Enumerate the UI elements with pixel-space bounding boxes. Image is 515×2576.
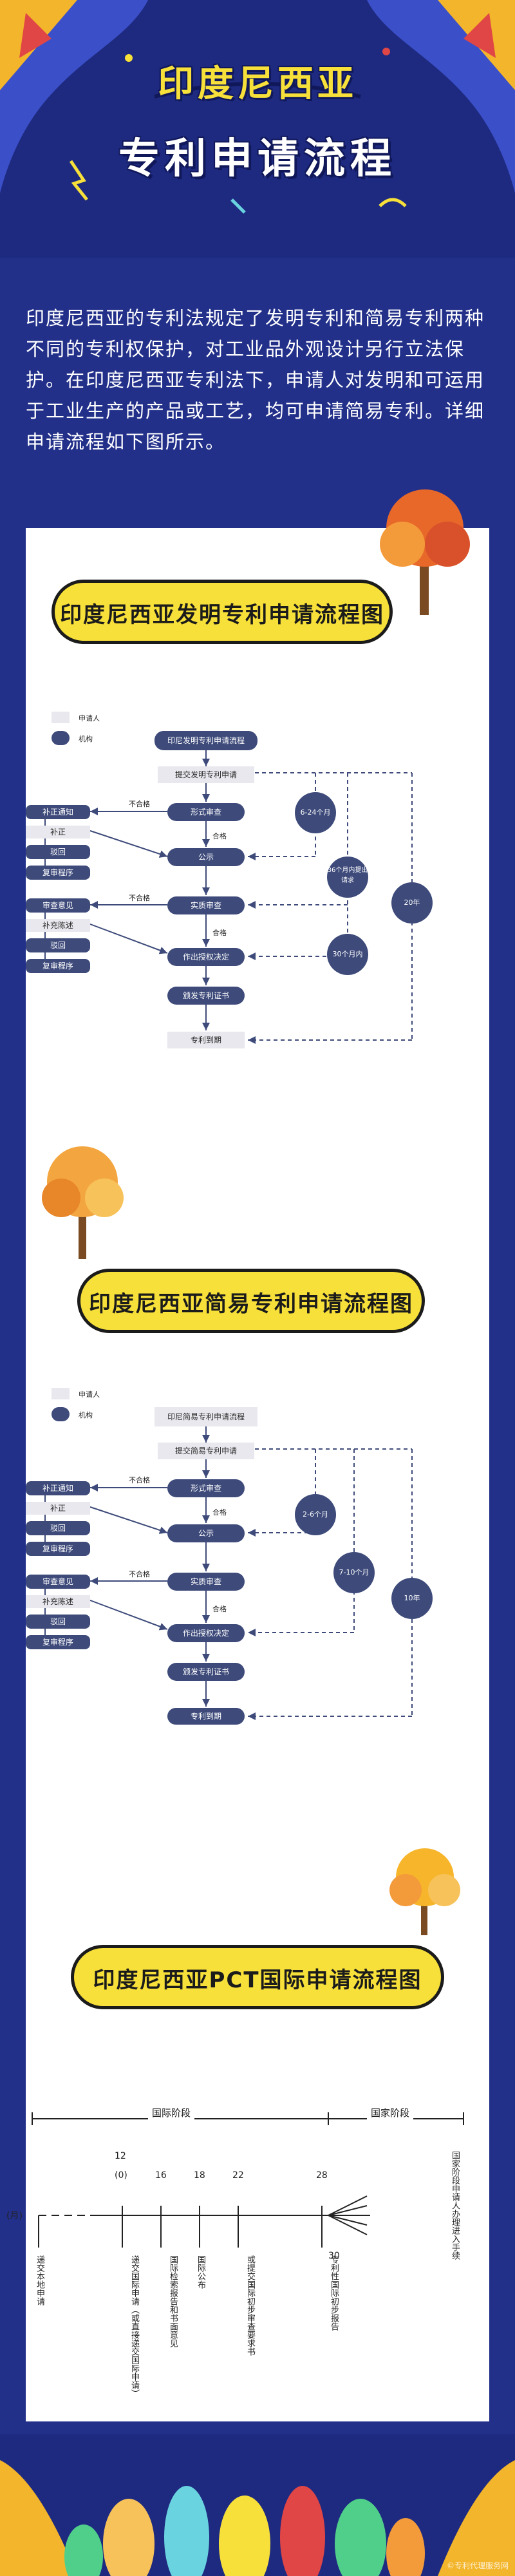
autumn-tree-icon <box>380 489 470 615</box>
page-header: 印度尼西亚 专利申请流程 <box>0 0 515 258</box>
simple-flowchart: 申请人 机构 印尼简易专利申请流程 提交简易专利申请 形式审查 公示 实质审查 … <box>26 1378 489 1829</box>
side-correct: 补正 <box>26 826 90 838</box>
legend-office-swatch <box>52 731 70 745</box>
side-reject-2: 驳回 <box>26 938 90 952</box>
side-review-2: 复审程序 <box>26 959 90 973</box>
label-pass-2: 合格 <box>212 929 227 937</box>
legend-applicant-label: 申请人 <box>79 714 100 723</box>
step-grant-decision: 作出授权决定 <box>167 948 245 966</box>
autumn-tree-icon <box>42 1146 124 1259</box>
pct-event-national-entry: 国家阶段申请人办理进入手续 <box>450 2151 460 2260</box>
label-fail-1: 不合格 <box>129 800 150 808</box>
side-supplement: 补充陈述 <box>26 1595 90 1608</box>
label-pass-2: 合格 <box>212 1605 227 1613</box>
side-opinion: 审查意见 <box>26 1575 90 1589</box>
step-grant-decision: 作出授权决定 <box>167 1624 245 1642</box>
intro-paragraph: 印度尼西亚的专利法规定了发明专利和简易专利两种不同的专利权保护，对工业品外观设计… <box>26 307 485 453</box>
autumn-tree-icon <box>389 1848 460 1935</box>
step-submit: 提交发明专利申请 <box>158 766 254 783</box>
legend-office-label: 机构 <box>79 1411 93 1419</box>
side-review: 复审程序 <box>26 1542 90 1556</box>
step-formal-exam: 形式审查 <box>167 1479 245 1497</box>
side-reject: 驳回 <box>26 1521 90 1535</box>
header-title-country: 印度尼西亚 <box>158 63 357 105</box>
pct-timeline: 国际阶段 国家阶段 (月) 12 (0) 16 18 22 28 30 递交本地… <box>6 2087 489 2409</box>
timer-30-months: 30个月内 <box>327 934 368 975</box>
side-opinion: 审查意见 <box>26 898 90 913</box>
pct-timeline-lines <box>32 2112 464 2248</box>
label-pass-1: 合格 <box>212 1508 227 1517</box>
pct-tick-16: 16 <box>155 2170 167 2181</box>
side-supplement: 补充陈述 <box>26 919 90 932</box>
legend-office-label: 机构 <box>79 735 93 743</box>
step-publish: 公示 <box>167 848 245 866</box>
content-panel: 印度尼西亚发明专利申请流程图 <box>6 489 489 2421</box>
legend-applicant-swatch <box>52 712 70 723</box>
pct-intl-phase: 国际阶段 <box>148 2106 195 2119</box>
invention-flowchart: 申请人 机构 印尼发明专利申请流程 提交发明专利申请 形式审查 公示 实质审查 … <box>26 702 489 1153</box>
pct-event-publication: 国际公布 <box>196 2255 205 2289</box>
timer-6-24-months: 6-24个月 <box>295 792 336 833</box>
side-review-2: 复审程序 <box>26 1635 90 1649</box>
step-expire: 专利到期 <box>167 1032 245 1048</box>
pct-banner: 印度尼西亚PCT国际申请流程图 <box>71 1945 444 2009</box>
side-reject: 驳回 <box>26 845 90 859</box>
step-substantive-exam: 实质审查 <box>167 1573 245 1591</box>
flow-title: 印尼发明专利申请流程 <box>154 731 258 750</box>
pct-month-unit: (月) <box>6 2211 23 2221</box>
step-publish: 公示 <box>167 1524 245 1542</box>
step-formal-exam: 形式审查 <box>167 803 245 821</box>
legend-applicant-label: 申请人 <box>79 1390 100 1399</box>
invention-banner: 印度尼西亚发明专利申请流程图 <box>52 580 393 644</box>
page-footer: ©专利代理服务网 <box>0 2434 515 2576</box>
simple-banner: 印度尼西亚简易专利申请流程图 <box>77 1269 425 1333</box>
pct-event-search-report: 国际检索报告和书面意见 <box>168 2255 178 2347</box>
invention-connectors <box>44 750 413 1044</box>
pct-event-local: 递交本地申请 <box>35 2255 44 2306</box>
side-notice: 补正通知 <box>26 1481 90 1495</box>
side-notice: 补正通知 <box>26 805 90 819</box>
pct-event-intl-filing: 递交国际申请（或直接递交国际申请） <box>129 2255 139 2398</box>
pct-tick-28: 28 <box>316 2170 328 2181</box>
timer-7-10-months: 7-10个月 <box>333 1552 375 1593</box>
timer-36-months: 36个月内提出请求 <box>327 857 368 898</box>
header-title-main: 专利申请流程 <box>118 135 397 183</box>
pct-tick-30: 30 <box>328 2251 340 2261</box>
pct-tick-0-note: (0) <box>115 2170 127 2181</box>
pct-natl-phase: 国家阶段 <box>367 2106 414 2119</box>
step-expire: 专利到期 <box>167 1708 245 1725</box>
step-submit: 提交简易专利申请 <box>158 1443 254 1459</box>
label-fail-1: 不合格 <box>129 1476 150 1484</box>
pct-tick-18: 18 <box>194 2170 205 2181</box>
timer-10-years: 10年 <box>391 1578 433 1619</box>
header-decoration <box>0 0 515 258</box>
label-fail-2: 不合格 <box>129 894 150 902</box>
side-correct: 补正 <box>26 1502 90 1515</box>
step-issue-certificate: 颁发专利证书 <box>167 987 245 1005</box>
label-pass-1: 合格 <box>212 832 227 840</box>
side-reject-2: 驳回 <box>26 1615 90 1629</box>
footer-leaves-decoration <box>0 2434 515 2576</box>
step-substantive-exam: 实质审查 <box>167 896 245 914</box>
flow-title: 印尼简易专利申请流程 <box>154 1407 258 1426</box>
side-review: 复审程序 <box>26 866 90 880</box>
legend-office-swatch <box>52 1407 70 1421</box>
timer-20-years: 20年 <box>391 882 433 923</box>
legend-applicant-swatch <box>52 1388 70 1399</box>
pct-event-prelim-exam: 或提交国际初步审查要求书 <box>245 2255 255 2356</box>
timer-2-6-months: 2-6个月 <box>295 1494 336 1535</box>
pct-event-prelim-report: 专利性国际初步报告 <box>329 2255 339 2331</box>
pct-tick-22: 22 <box>232 2170 244 2181</box>
step-issue-certificate: 颁发专利证书 <box>167 1663 245 1681</box>
label-fail-2: 不合格 <box>129 1570 150 1578</box>
pct-tick-12: 12 <box>115 2151 126 2161</box>
watermark: ©专利代理服务网 <box>446 2561 509 2570</box>
